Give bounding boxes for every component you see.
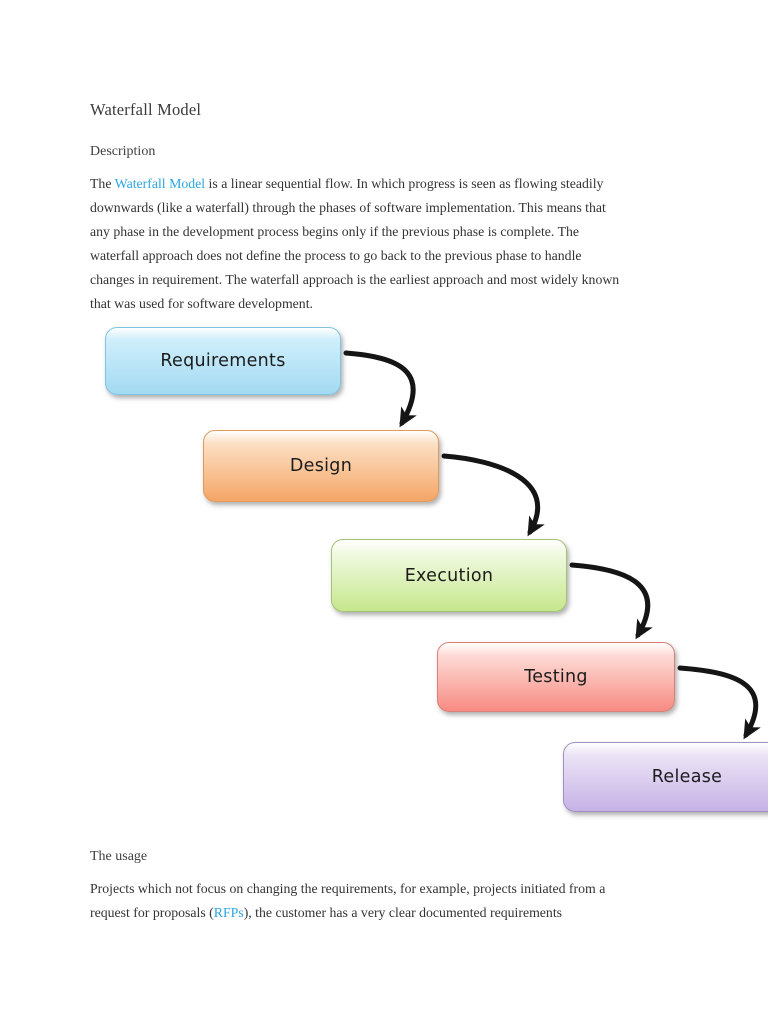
phase-label: Requirements xyxy=(160,351,286,371)
description-heading: Description xyxy=(90,144,156,159)
waterfall-model-link[interactable]: Waterfall Model xyxy=(114,176,206,191)
phase-box-requirements: Requirements xyxy=(105,327,341,395)
description-paragraph: The Waterfall Model is a linear sequenti… xyxy=(90,172,710,315)
text-segment: changes in requirement. The waterfall ap… xyxy=(90,271,620,287)
text-segment: is a linear sequential flow. In which pr… xyxy=(205,176,604,191)
text-segment: waterfall approach does not define the p… xyxy=(90,247,582,263)
usage-paragraph: Projects which not focus on changing the… xyxy=(90,877,710,925)
text-segment: downwards (like a waterfall) through the… xyxy=(90,199,606,215)
page-title: Waterfall Model xyxy=(90,100,202,119)
flow-arrow-design-to-execution xyxy=(441,453,545,537)
usage-heading: The usage xyxy=(90,849,148,864)
text-segment: Projects which not focus on changing the… xyxy=(90,881,606,896)
paragraph-line: downwards (like a waterfall) through the… xyxy=(90,200,606,215)
flow-arrow-testing-to-release xyxy=(677,665,761,740)
paragraph-line: waterfall approach does not define the p… xyxy=(90,248,582,263)
text-segment: that was used for software development. xyxy=(90,295,313,311)
paragraph-line: request for proposals (RFPs), the custom… xyxy=(90,905,562,920)
paragraph-line: any phase in the development process beg… xyxy=(90,224,579,239)
flow-arrow-execution-to-testing xyxy=(569,562,653,640)
paragraph-line: The Waterfall Model is a linear sequenti… xyxy=(90,176,603,191)
text-segment: request for proposals ( xyxy=(90,904,214,920)
phase-label: Execution xyxy=(404,565,494,586)
rfps-link[interactable]: RFPs xyxy=(213,904,244,920)
phase-box-release: Release xyxy=(563,742,768,812)
text-segment: The xyxy=(90,176,115,191)
phase-label: Testing xyxy=(524,667,588,687)
paragraph-line: Projects which not focus on changing the… xyxy=(90,881,605,896)
phase-box-testing: Testing xyxy=(437,642,675,712)
paragraph-line: changes in requirement. The waterfall ap… xyxy=(90,272,619,287)
flow-arrow-requirements-to-design xyxy=(343,350,417,428)
phase-label: Design xyxy=(289,456,353,476)
text-segment: any phase in the development process beg… xyxy=(90,223,580,239)
text-segment: ), the customer has a very clear documen… xyxy=(243,904,563,920)
paragraph-line: that was used for software development. xyxy=(90,296,313,311)
phase-label: Release xyxy=(651,767,723,787)
phase-box-execution: Execution xyxy=(331,539,567,612)
phase-box-design: Design xyxy=(203,430,439,502)
